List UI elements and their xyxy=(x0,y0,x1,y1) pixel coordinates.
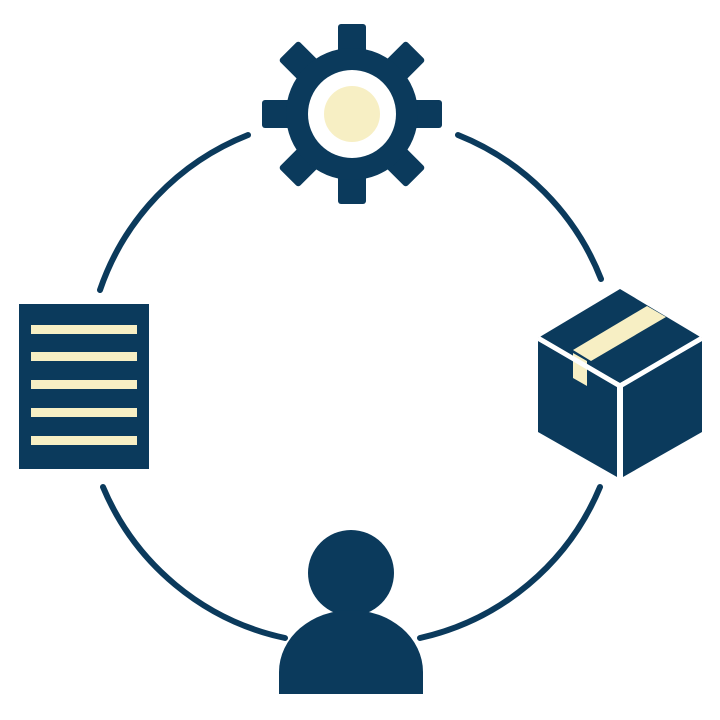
document-line xyxy=(31,436,137,445)
document-line xyxy=(31,380,137,389)
document-lines xyxy=(31,325,137,445)
document-line xyxy=(31,325,137,334)
user-head xyxy=(308,530,394,616)
document-icon xyxy=(19,304,149,469)
cycle-ring xyxy=(97,132,604,641)
document-line xyxy=(31,408,137,417)
user-icon xyxy=(279,530,423,694)
document-line xyxy=(31,352,137,361)
ring-arc-bottom-right xyxy=(417,484,603,641)
box-edge-top xyxy=(536,335,704,389)
gear-center xyxy=(324,86,380,142)
ring-arc-top-left xyxy=(97,132,251,293)
user-body xyxy=(279,610,423,694)
box-tape-top xyxy=(573,306,666,361)
ring-arc-top-right xyxy=(455,132,604,282)
box-icon xyxy=(536,289,704,477)
gear-icon xyxy=(262,24,442,204)
ring-arc-bottom-left xyxy=(100,484,288,641)
